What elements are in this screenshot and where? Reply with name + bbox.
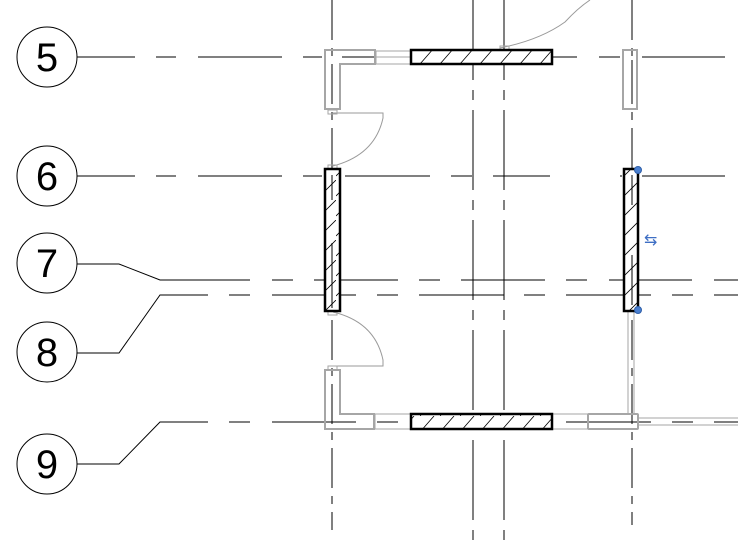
grid-label-5: 5	[36, 36, 58, 80]
wall-corner-bottom-left[interactable]	[324, 369, 375, 430]
vertical-grid-lines	[331, 0, 633, 540]
grid-bubble-8[interactable]: 8	[16, 321, 78, 383]
grid-line-8[interactable]	[77, 294, 208, 354]
wall-end-grip-top[interactable]	[634, 166, 642, 174]
grid-line-7[interactable]	[77, 263, 250, 281]
grid-bubble-6[interactable]: 6	[16, 145, 78, 207]
door-swing-upper-left[interactable]	[332, 112, 384, 167]
wall-end-grip-bottom[interactable]	[634, 306, 642, 314]
wall-pier-top-right[interactable]	[622, 49, 638, 110]
grid-bubble-7[interactable]: 7	[16, 232, 78, 294]
grid-label-6: 6	[36, 155, 58, 199]
selection-controls: ⇆	[634, 166, 657, 314]
grid-bubbles: 5 6 7 8 9	[16, 26, 78, 495]
gray-walls	[324, 49, 738, 430]
door-swings	[327, 0, 591, 371]
door-swing-lower-left[interactable]	[332, 311, 384, 367]
grid-line-9[interactable]	[77, 421, 208, 465]
wall-pier-bottom-right[interactable]	[587, 413, 639, 430]
grid-bubble-5[interactable]: 5	[16, 26, 78, 88]
door-swing-top[interactable]	[499, 0, 591, 49]
grid-label-9: 9	[36, 443, 58, 487]
grid-label-7: 7	[36, 242, 58, 286]
wall-corner-top-left[interactable]	[324, 49, 376, 110]
grid-bubble-9[interactable]: 9	[16, 433, 78, 495]
cut-walls	[323, 48, 640, 431]
flip-arrows-icon[interactable]: ⇆	[644, 230, 657, 249]
horizontal-grid-lines	[77, 56, 738, 465]
grid-overlays	[331, 60, 633, 308]
grid-label-8: 8	[36, 331, 58, 375]
